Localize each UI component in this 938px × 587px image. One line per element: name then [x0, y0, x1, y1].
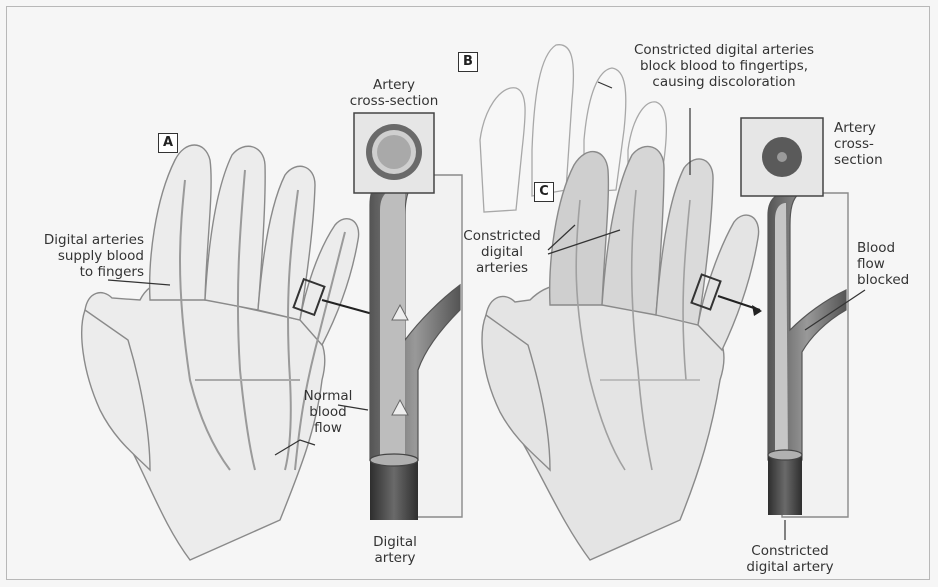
label-line: Digital [360, 534, 430, 550]
label-line: cross-section [331, 93, 457, 109]
cross-section-a [354, 113, 434, 193]
label-line: Artery [331, 77, 457, 93]
label-constricted-digital-arteries: Constricted digital arteries [456, 228, 548, 276]
panel-tag-b: B [458, 52, 478, 72]
hand-a [82, 145, 359, 560]
label-line: cross- [834, 136, 914, 152]
enlarged-artery-c [768, 193, 848, 517]
label-line: block blood to fingertips, [604, 58, 844, 74]
panel-tag-c: C [534, 182, 554, 202]
cross-section-c [741, 118, 823, 196]
label-line: blood [298, 404, 358, 420]
label-line: to fingers [14, 264, 144, 280]
panel-tag-a: A [158, 133, 178, 153]
label-line: causing discoloration [604, 74, 844, 90]
label-line: Constricted [456, 228, 548, 244]
label-line: digital artery [735, 559, 845, 575]
label-normal-blood-flow: Normal blood flow [298, 388, 358, 436]
label-digital-arteries: Digital arteries supply blood to fingers [14, 232, 144, 280]
label-line: Constricted [735, 543, 845, 559]
label-line: Blood [857, 240, 927, 256]
label-line: arteries [456, 260, 548, 276]
finger-b-2 [532, 45, 573, 196]
label-line: flow [857, 256, 927, 272]
label-line: Normal [298, 388, 358, 404]
label-constricted-block: Constricted digital arteries block blood… [604, 42, 844, 90]
label-line: section [834, 152, 914, 168]
enlarged-artery-a [370, 175, 462, 520]
label-constricted-digital-artery: Constricted digital artery [735, 543, 845, 575]
label-line: digital [456, 244, 548, 260]
finger-b-1 [480, 88, 525, 212]
label-artery-cross-section-c: Artery cross- section [834, 120, 914, 168]
label-line: supply blood [14, 248, 144, 264]
label-line: Artery [834, 120, 914, 136]
label-line: flow [298, 420, 358, 436]
label-digital-artery: Digital artery [360, 534, 430, 566]
label-line: Constricted digital arteries [604, 42, 844, 58]
label-line: Digital arteries [14, 232, 144, 248]
middle-finger-a [205, 146, 265, 310]
zoom-arrowhead-c [752, 305, 762, 316]
label-line: blocked [857, 272, 927, 288]
hand-c [482, 146, 759, 560]
label-line: artery [360, 550, 430, 566]
label-artery-cross-section-a: Artery cross-section [331, 77, 457, 109]
label-blood-flow-blocked: Blood flow blocked [857, 240, 927, 288]
